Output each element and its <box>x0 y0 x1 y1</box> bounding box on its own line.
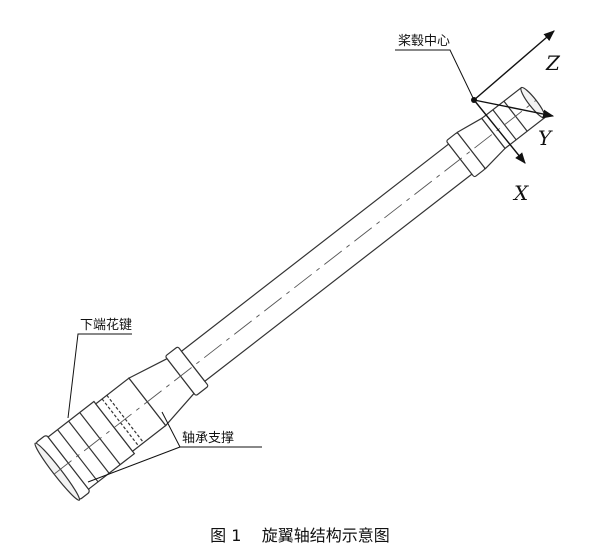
bearing-support-leader-2 <box>87 446 181 483</box>
lower-spline-leader <box>67 333 132 419</box>
bearing-support-label: 轴承支撑 <box>182 431 234 446</box>
coordinate-axes <box>473 30 555 164</box>
rotor-shaft <box>34 86 546 501</box>
hub-center-label: 桨毂中心 <box>398 33 450 49</box>
lower-spline-label: 下端花键 <box>80 317 132 333</box>
x-axis <box>473 99 526 164</box>
z-axis-label: Z <box>545 51 561 75</box>
x-axis-label: X <box>512 181 529 205</box>
figure-caption: 图 1 旋翼轴结构示意图 <box>0 522 600 546</box>
z-axis <box>473 30 555 101</box>
caption-gap <box>241 526 261 545</box>
caption-number: 图 1 <box>210 526 242 545</box>
shaft-centerline <box>53 99 537 475</box>
y-axis-label: Y <box>538 126 553 150</box>
caption-title: 旋翼轴结构示意图 <box>261 526 390 545</box>
y-axis <box>473 99 555 119</box>
hub-center-leader <box>395 49 475 101</box>
